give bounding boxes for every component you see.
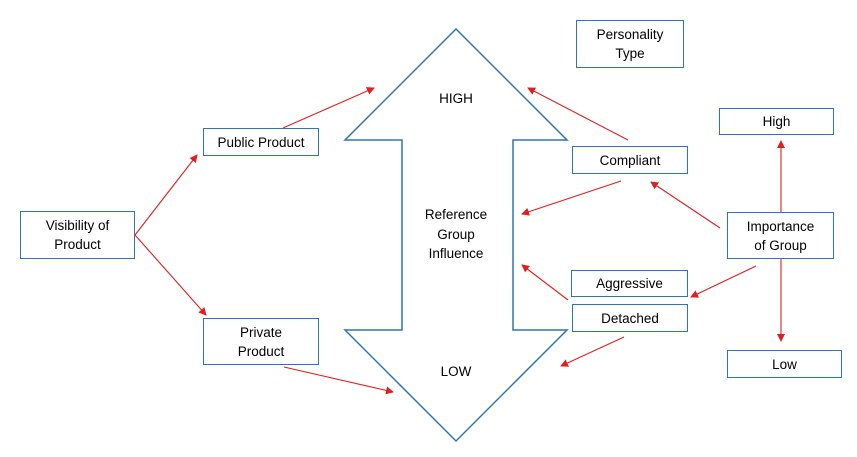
low-box: Low <box>727 350 842 378</box>
low-influence-label: LOW <box>440 364 472 379</box>
arrow-compliant-to-influence <box>521 180 622 216</box>
aggressive-box: Aggressive <box>571 270 688 297</box>
arrow-aggressive-to-influence <box>521 264 569 301</box>
private-product-box: Private Product <box>203 318 319 365</box>
arrow-private-to-low <box>283 366 394 395</box>
arrow-importance-to-aggressive <box>690 265 757 298</box>
detached-box: Detached <box>572 304 688 332</box>
arrow-detached-to-low <box>560 336 625 367</box>
high-box: High <box>719 108 834 135</box>
personality-type-box: Personality Type <box>576 20 684 68</box>
influence-double-arrow <box>343 27 569 443</box>
high-influence-label: HIGH <box>439 91 473 106</box>
reference-group-influence-label: Reference Group Influence <box>424 207 488 261</box>
arrow-compliant-to-high <box>527 87 629 141</box>
visibility-of-product-box: Visibility of Product <box>20 211 135 259</box>
connector-arrows <box>134 87 785 395</box>
arrow-importance-to-compliant <box>650 181 721 229</box>
public-product-box: Public Product <box>203 128 319 156</box>
arrow-public-to-high <box>282 87 375 129</box>
compliant-box: Compliant <box>572 146 688 174</box>
arrow-visibility-to-private <box>134 234 207 316</box>
importance-of-group-box: Importance of Group <box>727 212 834 259</box>
arrow-visibility-to-public <box>134 154 198 236</box>
